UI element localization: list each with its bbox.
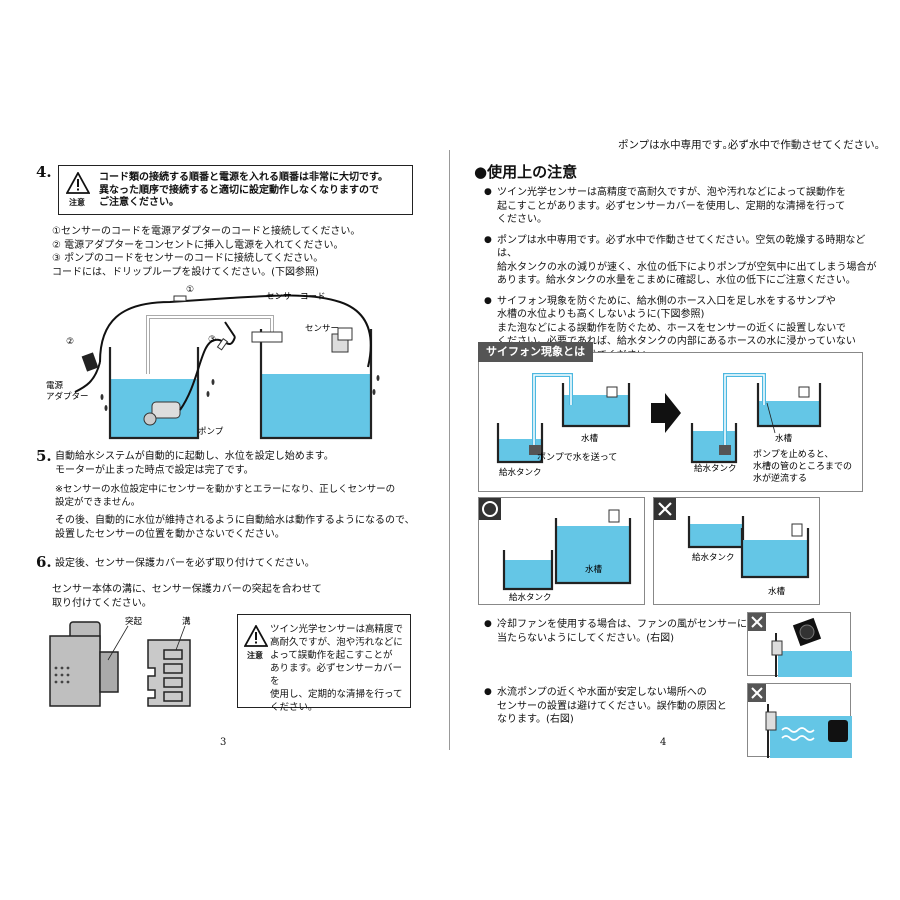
cross-ng-icon: [751, 687, 763, 699]
usage-note-item: ● ツイン光学センサーは高精度で高耐久ですが、泡や汚れなどによって誤動作を 起こ…: [484, 187, 846, 225]
step5-note-line: 設定ができません。: [55, 497, 141, 508]
warning-line: よって誤動作を起こすことが: [270, 650, 393, 661]
siphon-caption-right: 水槽の管のところまでの: [753, 460, 852, 472]
label-tank: 水槽: [775, 433, 793, 444]
warning-icon: [66, 172, 90, 194]
flow-pump-warning-figure: [747, 683, 852, 758]
step5-after-line: 設置したセンサーの位置を動かさないでください。: [55, 528, 285, 540]
step5-note: ※センサーの水位設定中にセンサーを動かすとエラーになり、正しくセンサーの 設定が…: [55, 483, 395, 509]
step6-sub-line: センサー本体の溝に、センサー保護カバーの突起を合わせて: [52, 584, 322, 595]
instruction-line: ①センサーのコードを電源アダプターのコードと接続してください。: [52, 226, 361, 237]
warning-line: 使用し、定期的な清掃を行って: [270, 689, 403, 700]
fan-warning-figure: [747, 612, 852, 677]
connection-diagram: ① ② ③ センサーコード センサー 電源 アダプター ポンプ: [46, 285, 380, 440]
label-groove: 溝: [182, 616, 191, 627]
siphon-caption-right: 水が逆流する: [753, 472, 807, 484]
siphon-title: サイフォン現象とは: [478, 342, 593, 362]
label-tank: 水槽: [768, 586, 786, 597]
siphon-panel: サイフォン現象とは 水槽 給水タンク ポンプで水を送って 水槽 給水タンク ポン…: [478, 342, 863, 492]
label-sensor-cord: センサーコード: [266, 292, 326, 302]
step6-text: 設定後、センサー保護カバーを必ず取り付けてください。: [55, 558, 315, 569]
warning-line: 異なった順序で接続すると適切に設定動作しなくなりますので: [99, 184, 379, 196]
warning-icon: [244, 625, 268, 647]
label-adapter: アダプター: [46, 391, 89, 402]
instruction-line: コードには、ドリップループを設けてください。(下図参照): [52, 266, 319, 278]
step6-sub: センサー本体の溝に、センサー保護カバーの突起を合わせて 取り付けてください。: [52, 583, 322, 610]
header-note: ポンプは水中専用です｡必ず水中で作動させてください。: [618, 139, 886, 151]
step5-number: 5.: [36, 447, 52, 465]
label-supply-tank: 給水タンク: [509, 592, 552, 603]
instruction-line: ② 電源アダプターをコンセントに挿入し電源を入れてください。: [52, 239, 344, 251]
cross-ng-icon: [751, 616, 763, 628]
warning-line: ください。: [270, 702, 318, 713]
page-number-right: 4: [660, 737, 667, 748]
step5-after: その後、自動的に水位が維持されるように自動給水は動作するようになるので、 設置し…: [55, 514, 415, 541]
circle-ok-icon: [482, 501, 498, 517]
label-tank: 水槽: [585, 564, 603, 575]
label-connection-1: ①: [186, 285, 194, 295]
cross-ng-icon: [658, 502, 672, 516]
step6-warning-box: 注意 ツイン光学センサーは高精度で 高耐久ですが、泡や汚れなどに よって誤動作を…: [237, 614, 411, 713]
label-supply-tank: 給水タンク: [499, 467, 542, 478]
wave-icon: [781, 727, 815, 741]
flow-pump-note: ● 水流ポンプの近くや水面が安定しない場所への センサーの設置は避けてください。…: [484, 687, 727, 725]
step5-text: 自動給水システムが自動的に起動し、水位を設定し始めます。 モーターが止まった時点…: [55, 450, 334, 477]
step6-sub-line: 取り付けてください。: [52, 597, 152, 609]
label-adapter: 電源: [46, 381, 64, 391]
fan-note: ● 冷却ファンを使用する場合は、ファンの風がセンサーに 当たらないようにしてくだ…: [484, 619, 747, 644]
warning-line: ご注意ください。: [99, 197, 179, 208]
warning-label: 注意: [69, 198, 85, 207]
label-connection-2: ②: [66, 337, 74, 347]
warning-line: コード類の接続する順番と電源を入れる順番は非常に大切です。: [99, 172, 388, 183]
step6-number: 6.: [36, 553, 52, 571]
siphon-caption-right: ポンプを止めると、: [753, 448, 833, 460]
section-title: ●使用上の注意: [474, 163, 578, 181]
instruction-line: ③ ポンプのコードをセンサーのコードに接続してください。: [52, 253, 324, 264]
label-protrusion: 突起: [125, 616, 143, 627]
label-pump: ポンプ: [198, 427, 224, 437]
label-supply-tank: 給水タンク: [692, 552, 735, 563]
step4-instructions: ①センサーのコードを電源アダプターのコードと接続してください。 ② 電源アダプタ…: [52, 225, 360, 279]
step4-warning-box: 注意 コード類の接続する順番と電源を入れる順番は非常に大切です。 異なった順序で…: [58, 165, 413, 215]
usage-notes: ● ツイン光学センサーは高精度で高耐久ですが、泡や汚れなどによって誤動作を 起こ…: [484, 186, 884, 362]
usage-note-item: ● ポンプは水中専用です。必ず水中で作動させてください。空気の乾燥する時期などは…: [484, 234, 877, 287]
sensor-cover-illustration: 突起 溝: [49, 616, 191, 707]
step5-after-line: その後、自動的に水位が維持されるように自動給水は動作するようになるので、: [55, 515, 415, 526]
step4-number: 4.: [36, 163, 52, 181]
label-sensor: センサー: [305, 324, 339, 334]
label-supply-tank: 給水タンク: [694, 463, 737, 474]
siphon-caption-left: ポンプで水を送って: [537, 451, 617, 463]
warning-line: ツイン光学センサーは高精度で: [270, 624, 404, 635]
correct-setup-panel: 水槽 給水タンク: [478, 497, 645, 605]
incorrect-setup-panel: 給水タンク 水槽: [653, 497, 820, 605]
warning-line: あります。必ずセンサーカバーを: [270, 663, 403, 687]
label-connection-3: ③: [208, 335, 216, 345]
flow-pump-icon: [828, 720, 848, 742]
page-divider: [449, 150, 450, 750]
step5-line: モーターが止まった時点で設定は完了です。: [55, 464, 254, 476]
warning-line: 高耐久ですが、泡や汚れなどに: [270, 637, 403, 648]
step5-note-line: ※センサーの水位設定中にセンサーを動かすとエラーになり、正しくセンサーの: [55, 484, 396, 495]
label-tank: 水槽: [581, 433, 599, 444]
step5-line: 自動給水システムが自動的に起動し、水位を設定し始めます。: [55, 451, 334, 462]
page-number-left: 3: [220, 737, 227, 748]
warning-label: 注意: [247, 651, 263, 660]
